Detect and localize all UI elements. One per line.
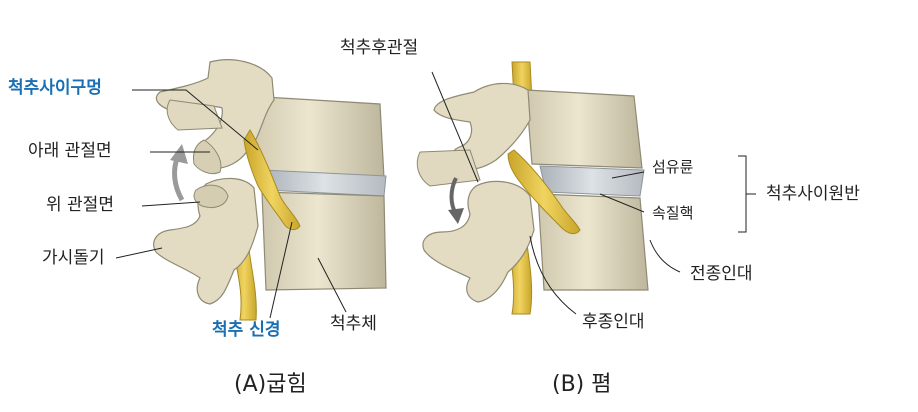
leader-nucleus	[599, 193, 645, 213]
upper-spinous-process-shape	[166, 99, 223, 131]
label-spinal-nerve: 척추 신경	[212, 320, 281, 340]
caption-extension: (B) 폄	[552, 372, 612, 397]
caption-flexion: (A)굽힘	[234, 372, 307, 397]
flexion-arrow-shape	[172, 155, 185, 202]
label-nucleus-pulposus: 속질핵	[652, 204, 694, 222]
label-posterior-longitudinal-ligament: 후종인대	[582, 312, 645, 332]
panel-a-drawing	[153, 59, 387, 321]
b-upper-spinous-process-shape	[416, 149, 481, 187]
label-annulus-fibrosus: 섬유륜	[652, 158, 694, 176]
b-upper-vertebral-body-shape	[525, 89, 643, 169]
extension-arrow-shape	[449, 177, 458, 216]
leader-spinal-nerve	[269, 221, 293, 319]
leader-superior-facet	[141, 201, 201, 207]
lower-superior-facet-shape	[193, 184, 229, 209]
leader-anterior-ligament	[649, 239, 681, 273]
leader-annulus	[611, 171, 645, 179]
extension-arrowhead-shape	[448, 208, 464, 224]
upper-inferior-facet-shape	[193, 139, 222, 175]
panel-a-leader-lines	[115, 89, 347, 319]
disc-bracket	[738, 155, 747, 233]
label-superior-articular-facet: 위 관절면	[46, 195, 114, 215]
label-inferior-articular-facet: 아래 관절면	[28, 141, 112, 161]
b-disc-shape	[539, 165, 645, 197]
leader-posterior-ligament	[529, 235, 577, 315]
leader-vertebral-body	[317, 257, 347, 313]
leader-facet-joint	[431, 71, 479, 183]
b-nerve-root-shape	[507, 149, 581, 235]
panel-b-drawing	[416, 61, 649, 315]
panel-b-leader-lines	[431, 71, 756, 315]
flexion-arrowhead-shape	[170, 144, 188, 164]
lower-posterior-elements-shape	[153, 177, 259, 305]
label-anterior-longitudinal-ligament: 전종인대	[690, 264, 753, 284]
label-facet-joint: 척추후관절	[340, 38, 419, 58]
label-intervertebral-disc: 척추사이원반	[766, 184, 860, 204]
label-intervertebral-foramen: 척추사이구멍	[8, 78, 102, 98]
leader-spinous-process	[115, 247, 163, 259]
leader-foramen	[132, 89, 259, 151]
nerve-root-shape	[243, 129, 301, 231]
label-spinous-process: 가시돌기	[42, 248, 105, 268]
label-vertebral-body: 척추체	[330, 314, 377, 334]
